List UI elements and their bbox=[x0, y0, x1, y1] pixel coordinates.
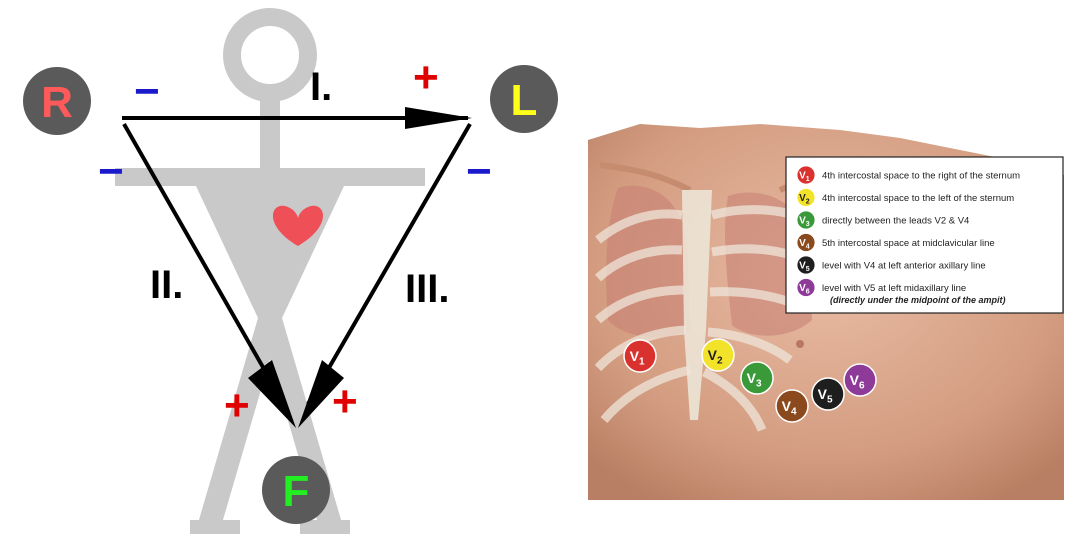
legend-v4-badge-dot bbox=[796, 233, 816, 252]
electrode-foot: F bbox=[262, 456, 330, 524]
legend-v4-badge: V4 bbox=[796, 233, 816, 252]
legend-v5-badge: V5 bbox=[796, 255, 816, 275]
lead-1-plus-sign: + bbox=[413, 53, 439, 102]
nipple bbox=[796, 340, 804, 348]
lead-1-label: I. bbox=[310, 65, 332, 109]
legend-note: (directly under the midpoint of the ampi… bbox=[830, 295, 1006, 305]
lead-3-arrowhead bbox=[298, 360, 344, 428]
legend-v6-badge: V6 bbox=[796, 278, 816, 297]
figure-right-foot bbox=[300, 520, 350, 534]
heart-icon bbox=[272, 205, 324, 246]
chest-electrode-v1-label: V1 bbox=[630, 348, 645, 368]
chest-electrode-v4-dot bbox=[775, 389, 809, 423]
legend-v2-badge: V2 bbox=[796, 188, 816, 207]
legend-v3-badge: V3 bbox=[796, 210, 816, 230]
legend-rows: V1 4th intercostal space to the right of … bbox=[796, 165, 1020, 297]
chest-electrode-v4-label: V4 bbox=[782, 398, 797, 418]
lead-3-arrow bbox=[306, 122, 472, 406]
chest-electrode-v2: V2 bbox=[701, 338, 735, 372]
legend-v1-badge-label: V1 bbox=[799, 171, 810, 184]
legend-v4-badge-label: V4 bbox=[799, 238, 810, 251]
legend-v5-text: level with V4 at left anterior axillary … bbox=[822, 261, 986, 272]
electrode-left-arm-label: L bbox=[511, 76, 538, 125]
electrode-foot-label: F bbox=[283, 467, 310, 516]
legend-v6-text: level with V5 at left midaxillary line bbox=[822, 283, 966, 294]
figure-neck bbox=[260, 92, 280, 170]
lead-2-label: II. bbox=[150, 263, 183, 307]
lead-3-plus-sign: + bbox=[332, 377, 358, 426]
chest-electrode-v5: V5 bbox=[811, 377, 845, 411]
chest-electrode-v5-label: V5 bbox=[818, 386, 833, 406]
lead-2-arrowhead bbox=[248, 360, 296, 428]
legend-v1-badge: V1 bbox=[796, 165, 816, 185]
lead-2-arrow bbox=[122, 123, 286, 405]
legend-v5-badge-label: V5 bbox=[799, 261, 810, 274]
legend-v5-badge-dot bbox=[796, 255, 816, 275]
chest-electrode-v2-dot bbox=[701, 338, 735, 372]
chest-electrode-v5-dot bbox=[811, 377, 845, 411]
legend-v1-text: 4th intercostal space to the right of th… bbox=[822, 171, 1020, 182]
lead-3-label: III. bbox=[405, 267, 449, 311]
legend-v2-badge-dot bbox=[796, 188, 816, 207]
lead-1-minus-sign: − bbox=[134, 67, 160, 116]
legend-v2-badge-label: V2 bbox=[799, 193, 810, 206]
figure-arms bbox=[115, 168, 425, 186]
chest-electrode-v1: V1 bbox=[623, 339, 657, 373]
legend-v6-badge-dot bbox=[796, 278, 816, 297]
lead-3-minus-sign: − bbox=[466, 147, 492, 196]
chest-electrode-v2-label: V2 bbox=[708, 347, 723, 367]
legend-v2-text: 4th intercostal space to the left of the… bbox=[822, 193, 1014, 204]
legend-v3-text: directly between the leads V2 & V4 bbox=[822, 216, 969, 227]
lead-2-plus-sign: + bbox=[224, 381, 250, 430]
legend-box bbox=[785, 156, 1064, 314]
chest-electrode-v6-dot bbox=[843, 363, 877, 397]
figure-left-foot bbox=[190, 520, 240, 534]
sternum bbox=[682, 190, 712, 420]
electrode-right-arm: R bbox=[23, 67, 91, 135]
chest-electrode-v6: V6 bbox=[843, 363, 877, 397]
figure-head bbox=[223, 8, 317, 102]
lead-1-arrowhead bbox=[405, 107, 472, 129]
chest-electrode-v3: V3 bbox=[740, 361, 774, 395]
legend-v3-badge-dot bbox=[796, 210, 816, 230]
legend-v3-badge-label: V3 bbox=[799, 216, 810, 229]
lead-2-minus-sign: − bbox=[98, 147, 124, 196]
legend-v4-text: 5th intercostal space at midclavicular l… bbox=[822, 238, 995, 249]
legend-v1-badge-dot bbox=[796, 165, 816, 185]
legend-v6-badge-label: V6 bbox=[799, 283, 810, 296]
figure-torso bbox=[196, 186, 344, 318]
electrode-right-arm-label: R bbox=[41, 78, 73, 127]
chest-electrode-v4: V4 bbox=[775, 389, 809, 423]
chest-electrode-v3-label: V3 bbox=[747, 370, 762, 390]
chest-electrode-v6-label: V6 bbox=[850, 372, 865, 392]
electrode-left-arm: L bbox=[490, 65, 558, 133]
chest-electrode-v1-dot bbox=[623, 339, 657, 373]
chest-electrode-v3-dot bbox=[740, 361, 774, 395]
